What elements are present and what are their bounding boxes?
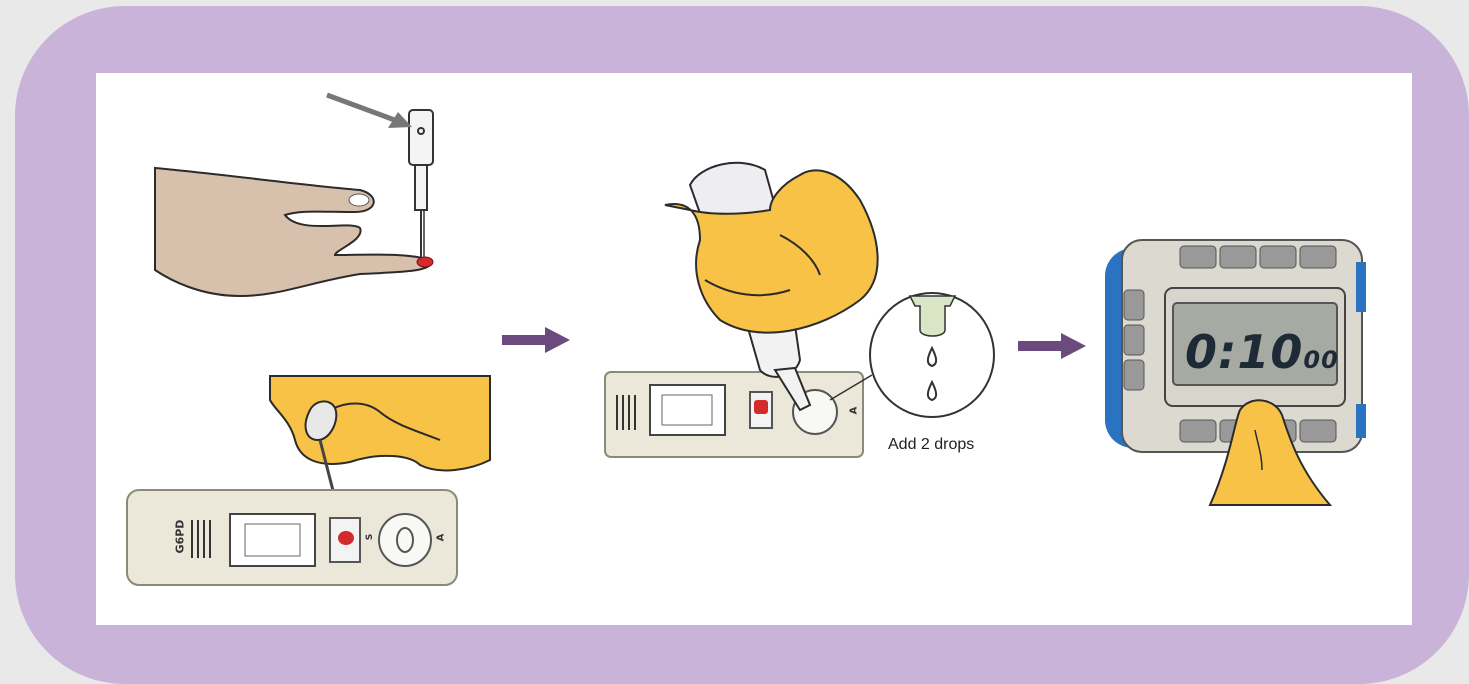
timer-main: 0:10 [1185, 325, 1303, 379]
buffer-well-mark: A [848, 407, 859, 415]
buffer-well-mark: A [435, 534, 446, 542]
add-drops-caption: Add 2 drops [888, 436, 974, 454]
finger-prick-illustration [155, 95, 433, 296]
arrow-right-icon [1018, 333, 1086, 359]
blood-transfer-illustration [127, 376, 490, 585]
timer-display: 0:1000 [1185, 325, 1339, 379]
arrow-right-icon [502, 327, 570, 353]
add-buffer-illustration [605, 163, 994, 457]
sample-well-mark: S [365, 534, 375, 540]
cassette-label: G6PD [173, 520, 186, 554]
timer-seconds: 00 [1303, 346, 1338, 374]
